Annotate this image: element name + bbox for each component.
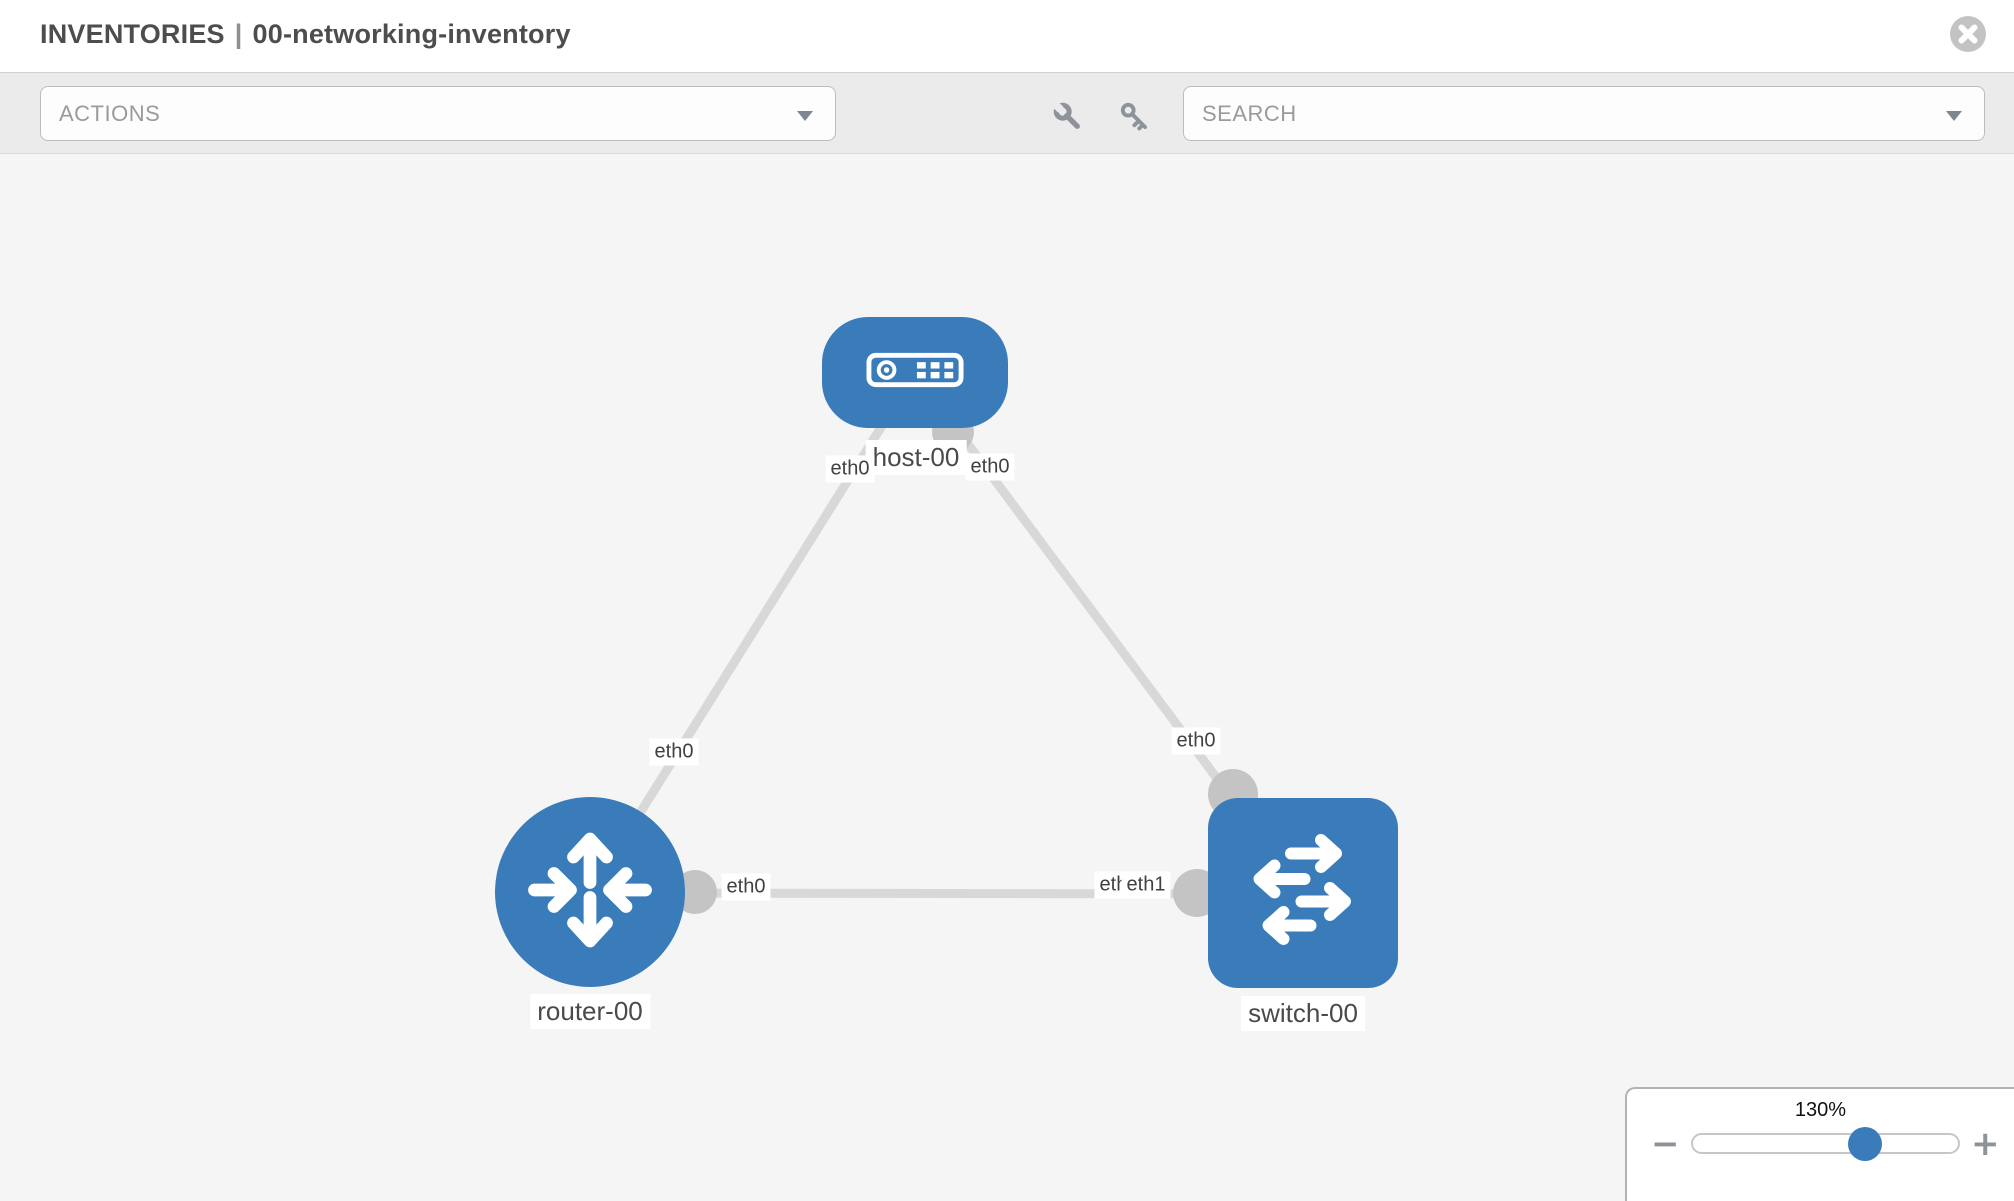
interface-label-router-eth0: eth0 — [721, 873, 771, 901]
page-title-section: INVENTORIES — [40, 19, 225, 49]
search-dropdown-label: SEARCH — [1202, 100, 1297, 126]
zoom-slider-knob[interactable] — [1848, 1127, 1882, 1161]
topology-canvas[interactable]: host-00 router-00 switch-00 eth0 eth0 et… — [0, 155, 2014, 1201]
page-title: INVENTORIES | 00-networking-inventory — [40, 19, 571, 50]
key-icon — [1117, 102, 1153, 138]
zoom-level-label: 130% — [1794, 1099, 1847, 1121]
actions-dropdown[interactable]: ACTIONS — [40, 86, 836, 141]
router-icon — [515, 815, 665, 970]
toolbar: ACTIONS S — [0, 72, 2014, 154]
credentials-button[interactable] — [1117, 99, 1153, 135]
x-circle-icon — [1950, 16, 1986, 55]
plus-icon: + — [1971, 1124, 2000, 1164]
switch-icon — [1228, 816, 1378, 971]
interface-label-router-link-eth0: eth0 — [649, 738, 699, 766]
interface-label-switch-left-eth1: eth1 — [1121, 871, 1171, 899]
node-label-router-00: router-00 — [530, 994, 650, 1029]
interface-label-host-eth0-right: eth0 — [965, 453, 1015, 481]
minus-icon: − — [1651, 1124, 1680, 1164]
interface-label-host-eth0-left: eth0 — [825, 455, 875, 483]
page-title-inventory-name: 00-networking-inventory — [252, 19, 571, 49]
actions-dropdown-label: ACTIONS — [59, 100, 161, 126]
close-button[interactable] — [1950, 16, 1986, 52]
configure-button[interactable] — [1050, 99, 1086, 135]
zoom-in-button[interactable]: + — [1971, 1127, 2000, 1161]
zoom-out-button[interactable]: − — [1651, 1127, 1680, 1161]
window-header: INVENTORIES | 00-networking-inventory — [0, 0, 2014, 72]
search-dropdown[interactable]: SEARCH — [1183, 86, 1985, 141]
links-layer — [586, 370, 1307, 917]
interface-label-switch-top-eth0: eth0 — [1171, 727, 1221, 755]
node-router-00[interactable] — [495, 797, 685, 987]
node-label-switch-00: switch-00 — [1241, 996, 1365, 1031]
page-title-separator: | — [234, 19, 243, 49]
chevron-down-icon — [1946, 111, 1962, 121]
wrench-icon — [1050, 101, 1086, 138]
chevron-down-icon — [797, 111, 813, 121]
zoom-control-panel: 130% − + — [1625, 1087, 2014, 1201]
zoom-slider[interactable] — [1691, 1127, 1960, 1161]
host-icon — [866, 352, 964, 393]
node-switch-00[interactable] — [1208, 798, 1398, 988]
node-host-00[interactable] — [822, 317, 1008, 428]
node-label-host-00: host-00 — [865, 440, 967, 475]
